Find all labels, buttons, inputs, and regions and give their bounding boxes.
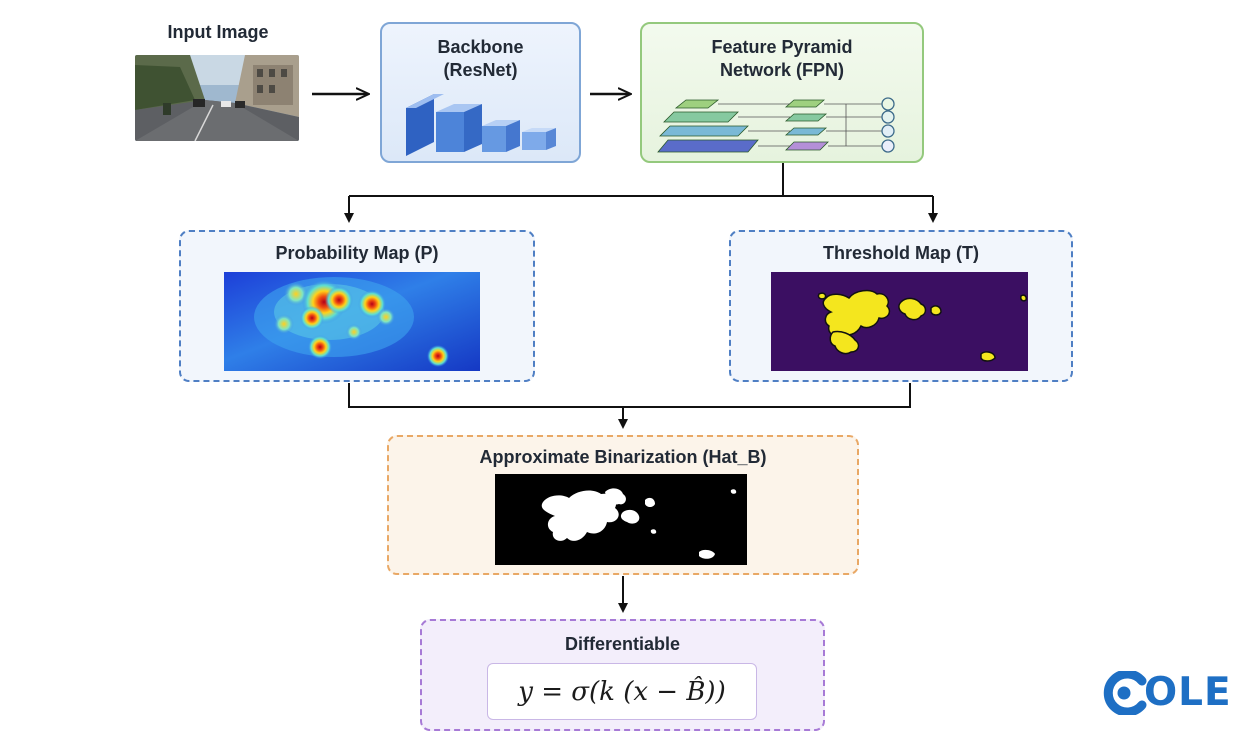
binarization-mask-image <box>495 474 747 565</box>
resnet-blocks-icon <box>406 94 556 156</box>
backbone-title: Backbone (ResNet) <box>382 36 579 82</box>
input-street-image <box>135 55 299 141</box>
input-image-label: Input Image <box>167 22 269 42</box>
fpn-title-line1: Feature Pyramid <box>711 37 853 57</box>
cole-logo: OLE <box>1100 668 1231 718</box>
threshold-map-title: Threshold Map (T) <box>823 243 979 263</box>
formula-box: y = σ(k (x − B̂)) <box>487 663 757 720</box>
fpn-box: Feature Pyramid Network (FPN) <box>640 22 924 163</box>
differentiable-title: Differentiable <box>564 634 681 654</box>
backbone-title-line1: Backbone <box>437 37 524 57</box>
binarization-title: Approximate Binarization (Hat_B) <box>479 447 767 467</box>
fpn-title: Feature Pyramid Network (FPN) <box>642 36 922 82</box>
arrow-maps-merge <box>348 383 911 429</box>
cole-logo-c-icon <box>1103 671 1147 715</box>
cole-logo-text: OLE <box>1144 670 1232 715</box>
differentiable-formula: y = σ(k (x − B̂)) <box>518 676 726 707</box>
fpn-title-line2: Network (FPN) <box>719 60 844 80</box>
arrow-fpn-split <box>344 163 938 223</box>
backbone-box: Backbone (ResNet) <box>380 22 581 163</box>
probability-heatmap <box>224 272 480 371</box>
backbone-title-line2: (ResNet) <box>443 60 518 80</box>
probability-map-title: Probability Map (P) <box>275 243 439 263</box>
threshold-map-image <box>771 272 1028 371</box>
fpn-pyramid-icon <box>657 97 895 153</box>
